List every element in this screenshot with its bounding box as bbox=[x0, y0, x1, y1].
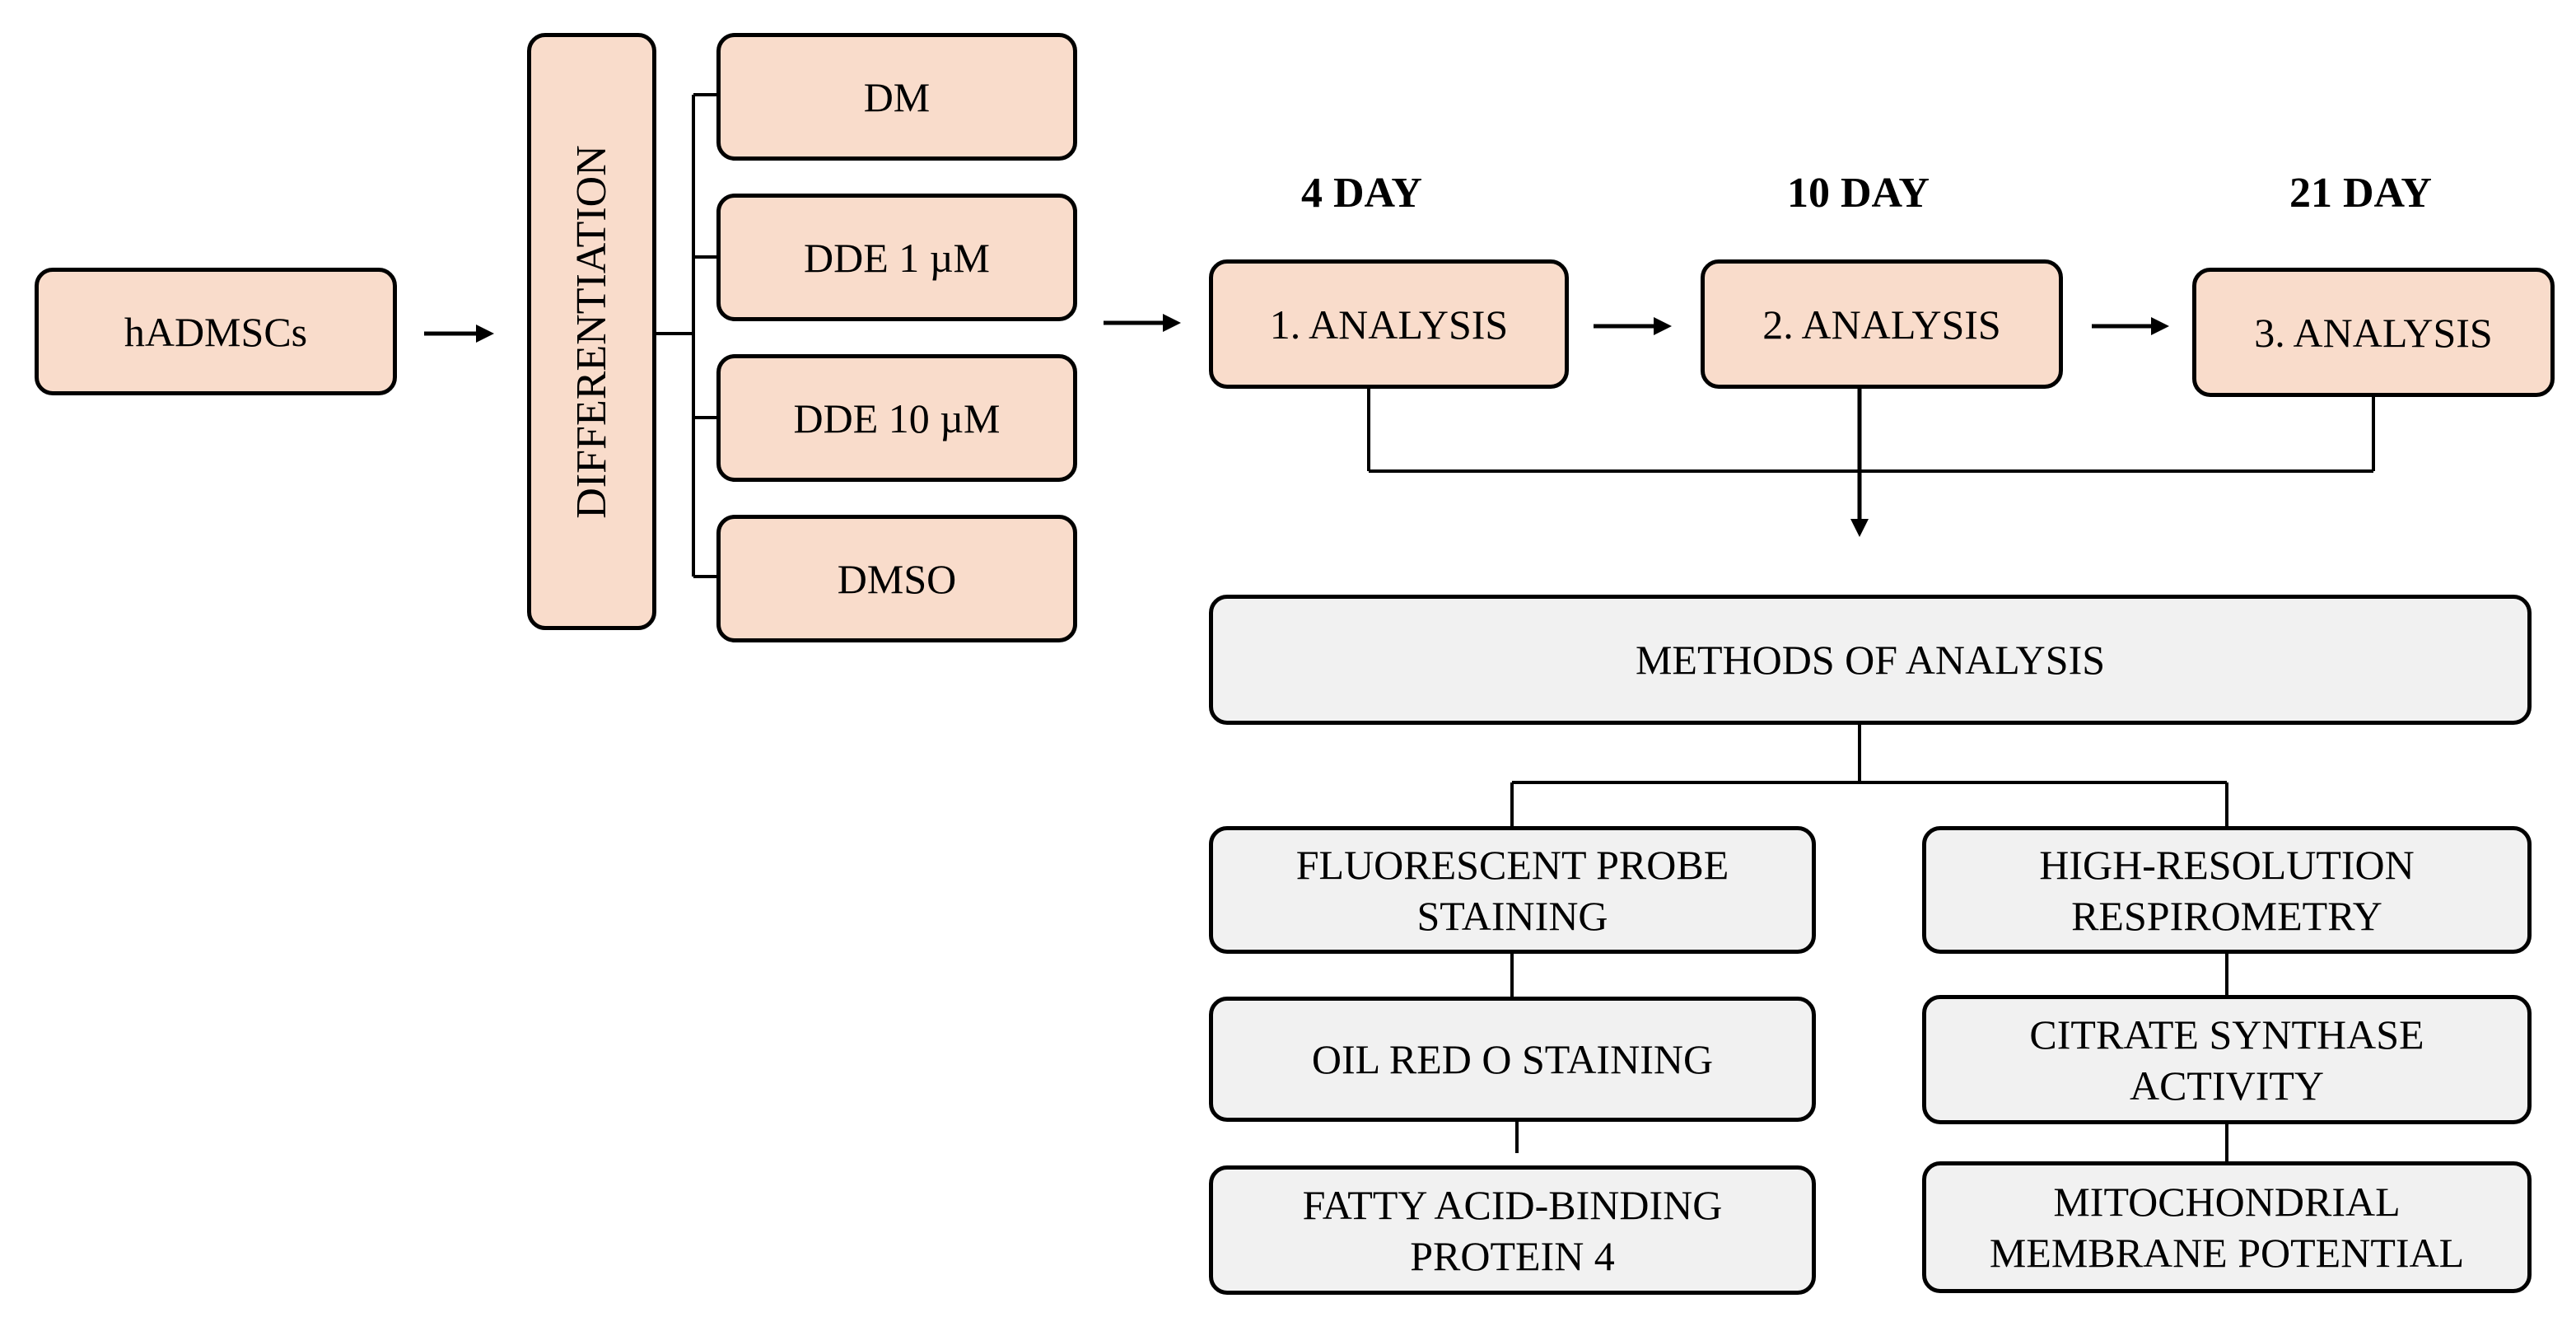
arrowhead bbox=[1654, 317, 1672, 335]
condition-dde-1: DDE 1 µM bbox=[716, 194, 1077, 321]
method-label: HIGH-RESOLUTION RESPIROMETRY bbox=[2039, 841, 2415, 939]
arrowhead bbox=[1163, 314, 1181, 332]
method-oil-red-o: OIL RED O STAINING bbox=[1209, 997, 1816, 1122]
day-label-1: 4 DAY bbox=[1301, 170, 1422, 217]
method-label: CITRATE SYNTHASE ACTIVITY bbox=[2029, 1011, 2424, 1109]
differentiation-node: DIFFERENTIATION bbox=[527, 33, 656, 630]
method-label: FATTY ACID-BINDING PROTEIN 4 bbox=[1302, 1181, 1723, 1279]
method-membrane-potential: MITOCHONDRIAL MEMBRANE POTENTIAL bbox=[1922, 1161, 2532, 1293]
analysis-label: 2. ANALYSIS bbox=[1762, 301, 2001, 348]
condition-dmso: DMSO bbox=[716, 515, 1077, 642]
method-fabp4: FATTY ACID-BINDING PROTEIN 4 bbox=[1209, 1165, 1816, 1295]
condition-dde-10: DDE 10 µM bbox=[716, 354, 1077, 482]
condition-label: DMSO bbox=[837, 555, 957, 602]
analysis-3-node: 3. ANALYSIS bbox=[2192, 268, 2555, 397]
method-label: MITOCHONDRIAL MEMBRANE POTENTIAL bbox=[1989, 1179, 2465, 1276]
condition-label: DM bbox=[863, 73, 931, 120]
hadmscs-node: hADMSCs bbox=[35, 268, 397, 395]
differentiation-label: DIFFERENTIATION bbox=[567, 144, 615, 519]
analysis-2-node: 2. ANALYSIS bbox=[1701, 259, 2063, 389]
arrowhead bbox=[1850, 519, 1869, 537]
method-respirometry: HIGH-RESOLUTION RESPIROMETRY bbox=[1922, 826, 2532, 954]
analysis-label: 1. ANALYSIS bbox=[1269, 301, 1509, 348]
arrowhead bbox=[2151, 317, 2169, 335]
method-fluorescent-probe: FLUORESCENT PROBE STAINING bbox=[1209, 826, 1816, 954]
method-label: OIL RED O STAINING bbox=[1311, 1036, 1714, 1082]
arrowhead bbox=[476, 325, 494, 343]
analysis-label: 3. ANALYSIS bbox=[2254, 309, 2493, 356]
day-label-2: 10 DAY bbox=[1787, 170, 1930, 217]
method-label: FLUORESCENT PROBE STAINING bbox=[1295, 841, 1729, 939]
method-citrate-synthase: CITRATE SYNTHASE ACTIVITY bbox=[1922, 995, 2532, 1124]
condition-label: DDE 10 µM bbox=[793, 395, 1001, 441]
methods-title-label: METHODS OF ANALYSIS bbox=[1635, 637, 2106, 683]
methods-title-node: METHODS OF ANALYSIS bbox=[1209, 595, 2532, 725]
day-label-3: 21 DAY bbox=[2289, 170, 2432, 217]
hadmscs-label: hADMSCs bbox=[124, 308, 308, 355]
condition-dm: DM bbox=[716, 33, 1077, 161]
condition-label: DDE 1 µM bbox=[803, 234, 991, 281]
analysis-1-node: 1. ANALYSIS bbox=[1209, 259, 1569, 389]
